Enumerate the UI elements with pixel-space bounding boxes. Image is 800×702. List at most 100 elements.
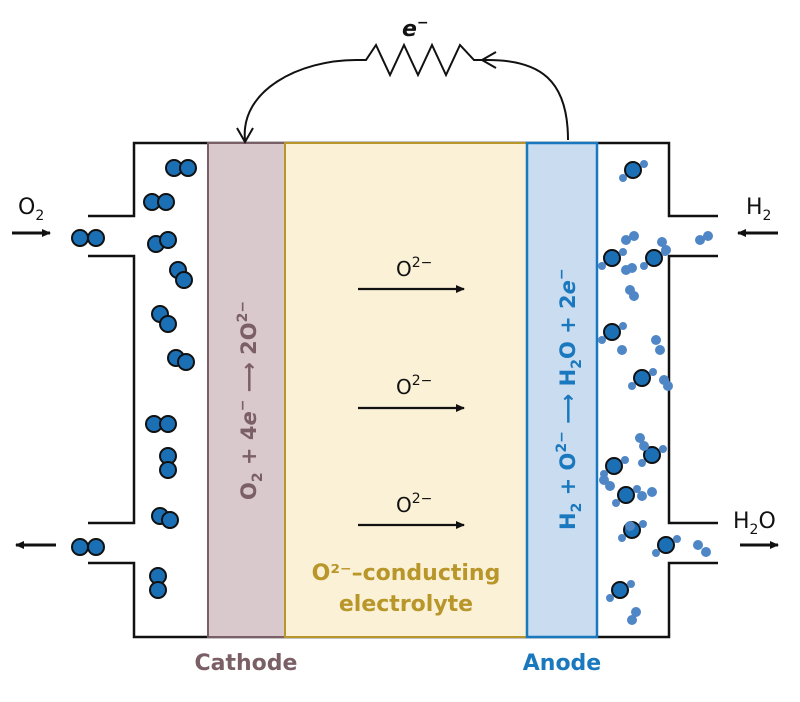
electrolyte-label-line2: electrolyte (339, 592, 473, 617)
oxygen-atom (71, 538, 89, 556)
oxygen-atom (161, 511, 179, 529)
oxygen-atom (157, 193, 175, 211)
oxygen-atom (617, 486, 635, 504)
o2-molecule (71, 538, 105, 556)
hydrogen-atom (695, 235, 705, 245)
oxygen-atom (657, 536, 675, 554)
hydrogen-atom (647, 487, 657, 497)
hydrogen-atom (693, 540, 703, 550)
hydrogen-atom (637, 491, 647, 501)
water-molecule (652, 535, 681, 557)
hydrogen-atom (598, 336, 606, 344)
hydrogen-atom (612, 499, 620, 507)
hydrogen-atom (640, 160, 648, 168)
electrolyte-label-line1: O²⁻–conducting (312, 561, 501, 586)
hydrogen-atom (627, 615, 637, 625)
oxygen-atom (175, 271, 193, 289)
hydrogen-atom (625, 521, 635, 531)
hydrogen-atom (638, 459, 646, 467)
hydrogen-atom (640, 262, 648, 270)
hydrogen-atom (606, 594, 614, 602)
h2-inlet-label: H2 (746, 195, 771, 224)
o2-molecule (151, 305, 177, 333)
hydrogen-atom (655, 345, 665, 355)
water-molecule (598, 248, 627, 270)
o2-molecule (71, 229, 105, 247)
hydrogen-atom (628, 382, 636, 390)
oxygen-atom (611, 581, 629, 599)
oxygen-atom (149, 581, 167, 599)
hydrogen-atom (639, 520, 647, 528)
h2o-outlet-label: H2O (733, 509, 776, 538)
hydrogen-atom (619, 248, 627, 256)
oxygen-atom (87, 229, 105, 247)
cathode-label: Cathode (195, 651, 298, 676)
oxygen-atom (177, 353, 195, 371)
hydrogen-atom (619, 322, 627, 330)
oxygen-atom (603, 323, 621, 341)
cathode-reaction: O2 + 4e− ⟶ 2O2− (235, 301, 266, 500)
oxide-ion-label: O2− (396, 491, 432, 517)
hydrogen-atom (621, 235, 631, 245)
o2-molecule (147, 231, 177, 253)
hydrogen-atom (659, 445, 667, 453)
o2-molecule (159, 447, 177, 479)
electron-label: e− (402, 15, 429, 42)
hydrogen-atom (701, 547, 711, 557)
oxygen-atom (633, 369, 651, 387)
oxygen-atom (605, 457, 623, 475)
oxygen-atom (87, 538, 105, 556)
hydrogen-atom (617, 345, 627, 355)
anode-housing-outline (597, 141, 718, 639)
hydrogen-atom (657, 237, 667, 247)
electrolyte-layer (284, 142, 528, 638)
water-molecule (628, 368, 657, 390)
oxygen-atom (159, 461, 177, 479)
water-molecule (638, 445, 667, 467)
oxide-ion-flow-3: O2− (358, 491, 465, 529)
hydrogen-atom (651, 335, 661, 345)
oxide-ion-flow-1: O2− (358, 255, 465, 293)
oxide-ion-label: O2− (396, 373, 432, 399)
o2-molecule (143, 193, 175, 211)
anode-particles (598, 160, 713, 625)
anode-reaction: H2 + O2− ⟶ H2O + 2e− (554, 268, 585, 530)
svg-text:O2 + 4e− ⟶ 2O2−: O2 + 4e− ⟶ 2O2− (235, 301, 266, 500)
o2-molecule (149, 567, 167, 599)
water-molecule (600, 456, 629, 478)
hydrogen-atom (627, 263, 637, 273)
water-molecule (598, 322, 627, 344)
hydrogen-atom (652, 549, 660, 557)
cell-housing-outline (88, 141, 208, 639)
anode-layer (525, 141, 599, 639)
hydrogen-atom (605, 481, 615, 491)
circuit-arrow-right (479, 51, 497, 69)
o2-molecule (169, 261, 193, 289)
hydrogen-atom (627, 580, 635, 588)
oxygen-atom (179, 159, 197, 177)
hydrogen-atom (663, 381, 673, 391)
o2-molecule (145, 415, 177, 433)
hydrogen-atom (639, 441, 649, 451)
hydrogen-atom (649, 368, 657, 376)
hydrogen-atom (631, 607, 641, 617)
hydrogen-atom (629, 231, 639, 241)
hydrogen-atom (633, 485, 641, 493)
hydrogen-atom (619, 174, 627, 182)
circuit-wire (243, 42, 569, 141)
o2-inlet-label: O2 (18, 195, 44, 224)
hydrogen-atom (629, 291, 639, 301)
oxygen-atom (71, 229, 89, 247)
hydrogen-atom (661, 245, 671, 255)
o2-molecule (165, 159, 197, 177)
circuit-arrow-left (236, 127, 254, 145)
oxygen-atom (643, 446, 661, 464)
svg-text:H2 + O2− ⟶ H2O + 2e−: H2 + O2− ⟶ H2O + 2e− (554, 268, 585, 530)
oxygen-atom (624, 161, 642, 179)
oxygen-atom (159, 415, 177, 433)
hydrogen-atom (621, 456, 629, 464)
oxygen-atom (159, 231, 177, 249)
water-molecule (612, 485, 641, 507)
